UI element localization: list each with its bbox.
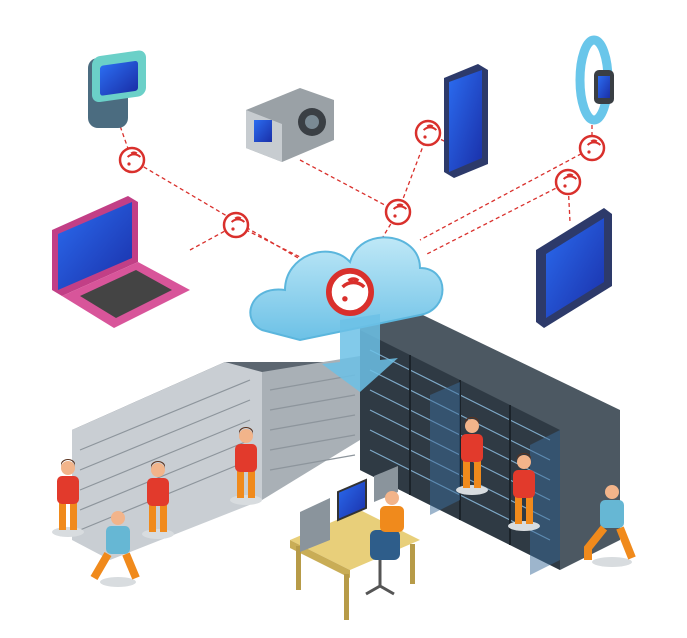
network-links <box>117 118 593 266</box>
fitness-band-icon <box>575 35 614 125</box>
smartwatch-icon <box>88 50 146 128</box>
tablet-icon <box>536 208 612 328</box>
cloud-icon <box>249 236 444 392</box>
technician-icon <box>584 485 636 567</box>
laptop-icon <box>52 196 190 328</box>
server-rack-icon <box>72 356 360 560</box>
technician-icon <box>90 511 140 587</box>
smartphone-icon <box>444 64 488 178</box>
action-camera-icon <box>246 88 334 162</box>
technician-icon <box>380 491 404 532</box>
wifi-icon <box>118 119 606 239</box>
